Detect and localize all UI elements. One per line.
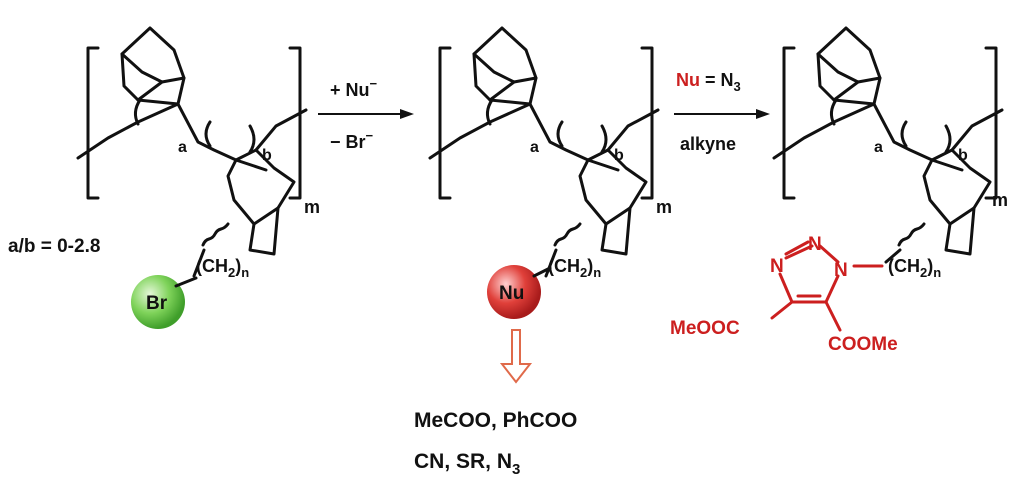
reagent-nu: + Nu− [330, 76, 378, 100]
repeat-m: m [992, 190, 1008, 210]
chain-product: (CH2)n [888, 256, 941, 280]
label-b: b [262, 147, 272, 164]
chain-start: (CH2)n [196, 256, 249, 280]
reaction-arrow-2 [674, 109, 770, 119]
label-a: a [178, 139, 187, 156]
triazole-n1: N [834, 260, 848, 281]
ratio-label: a/b = 0-2.8 [8, 236, 100, 257]
ester-left: MeOOC [670, 318, 740, 339]
label-a: a [874, 139, 883, 156]
repeat-m: m [656, 197, 672, 217]
nu-equals-n3: Nu = N3 [676, 70, 741, 94]
chain-bond [192, 248, 206, 278]
reaction-arrow-1 [318, 109, 414, 119]
hollow-arrow [499, 329, 533, 384]
byproduct-br: − Br− [330, 128, 374, 152]
reagent-alkyne: alkyne [680, 134, 736, 154]
polymer-middle [428, 26, 660, 256]
br-ball [131, 275, 185, 329]
label-b: b [958, 147, 968, 164]
ester-right: COOMe [828, 334, 898, 355]
polymer-start [76, 26, 308, 256]
triazole-n3: N [770, 256, 784, 277]
triazole-n2: N [808, 234, 822, 255]
nucleophiles-line2: CN, SR, N3 [414, 450, 520, 478]
label-a: a [530, 139, 539, 156]
br-label: Br [146, 293, 168, 314]
repeat-m: m [304, 197, 320, 217]
label-b: b [614, 147, 624, 164]
ester-bond-right [824, 300, 842, 332]
ester-bond-left [770, 300, 794, 320]
wavy-bond [201, 222, 230, 247]
polymer-product [772, 26, 1004, 256]
triazole-ring [778, 240, 840, 304]
nu-label: Nu [499, 283, 524, 304]
nu-ball [487, 265, 541, 319]
nucleophiles-line1: MeCOO, PhCOO [414, 409, 577, 432]
chain-middle: (CH2)n [548, 256, 601, 280]
